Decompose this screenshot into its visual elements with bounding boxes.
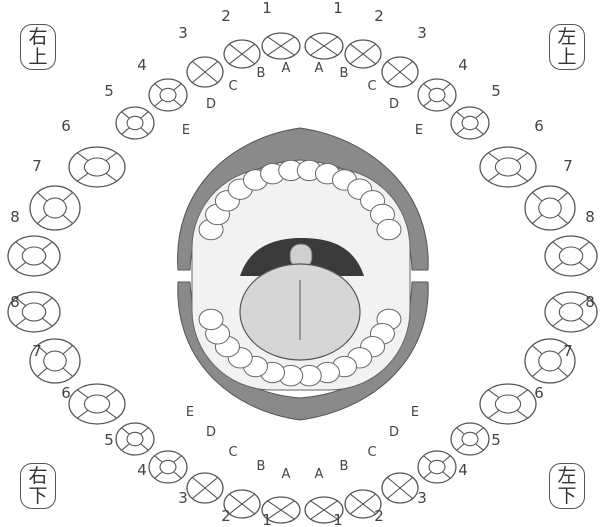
tooth-upper-right-1[interactable] (262, 33, 300, 59)
quadrant-lower-left: 左 下 (549, 463, 585, 509)
tooth-upper-left-6[interactable] (480, 147, 536, 187)
label-lower-right-7: 7 (32, 342, 42, 360)
letter-lower-left-E: E (411, 405, 419, 420)
label-upper-left-6: 6 (534, 117, 544, 135)
label-upper-right-2: 2 (221, 7, 231, 25)
label-upper-left-1: 1 (333, 0, 343, 17)
label-upper-right-4: 4 (137, 56, 147, 74)
tooth-lower-right-6[interactable] (69, 384, 125, 424)
letter-lower-left-D: D (389, 425, 399, 440)
quadrant-upper-right: 右 上 (20, 24, 56, 70)
label-upper-left-2: 2 (374, 7, 384, 25)
quadrant-lower-left-char1: 左 (557, 466, 576, 486)
label-upper-right-5: 5 (104, 82, 114, 100)
quadrant-lower-right: 右 下 (20, 463, 56, 509)
label-lower-right-3: 3 (178, 489, 188, 507)
letter-upper-right-B: B (257, 66, 266, 81)
label-upper-left-8: 8 (585, 208, 595, 226)
tooth-upper-left-1[interactable] (305, 33, 343, 59)
tooth-upper-right-5[interactable] (116, 107, 154, 139)
label-lower-left-5: 5 (491, 431, 501, 449)
label-lower-right-8: 8 (10, 293, 20, 311)
quadrant-lower-right-char2: 下 (28, 486, 47, 506)
tooth-upper-left-2[interactable] (345, 40, 381, 68)
tooth-lower-left-5[interactable] (451, 423, 489, 455)
tooth-upper-left-3[interactable] (382, 57, 418, 87)
tooth-upper-right-4[interactable] (149, 79, 187, 111)
tooth-lower-right-3[interactable] (187, 473, 223, 503)
label-lower-right-1: 1 (262, 511, 272, 527)
label-lower-left-7: 7 (563, 342, 573, 360)
tooth-lower-left-4[interactable] (418, 451, 456, 483)
inner-lower-tooth-14 (199, 309, 223, 329)
label-lower-right-5: 5 (104, 431, 114, 449)
letter-lower-right-C: C (228, 445, 237, 460)
letter-upper-left-D: D (389, 97, 399, 112)
letter-upper-left-E: E (415, 123, 423, 138)
letter-upper-right-C: C (228, 79, 237, 94)
tooth-upper-left-5[interactable] (451, 107, 489, 139)
letter-lower-right-B: B (257, 459, 266, 474)
quadrant-upper-left: 左 上 (549, 24, 585, 70)
quadrant-upper-right-char2: 上 (28, 47, 47, 67)
quadrant-upper-right-char1: 右 (28, 27, 47, 47)
tooth-upper-left-7[interactable] (525, 186, 575, 230)
label-upper-right-1: 1 (262, 0, 272, 17)
letter-lower-left-C: C (367, 445, 376, 460)
quadrant-upper-left-char2: 上 (557, 47, 576, 67)
label-lower-right-6: 6 (61, 384, 71, 402)
letter-lower-left-A: A (315, 467, 324, 482)
letter-lower-right-A: A (282, 467, 291, 482)
letter-lower-right-E: E (186, 405, 194, 420)
label-lower-right-4: 4 (137, 461, 147, 479)
tooth-lower-left-3[interactable] (382, 473, 418, 503)
letter-lower-left-B: B (340, 459, 349, 474)
tooth-upper-right-2[interactable] (224, 40, 260, 68)
quadrant-lower-right-char1: 右 (28, 466, 47, 486)
quadrant-lower-left-char2: 下 (557, 486, 576, 506)
label-lower-left-4: 4 (458, 461, 468, 479)
label-upper-right-3: 3 (178, 24, 188, 42)
label-lower-left-3: 3 (417, 489, 427, 507)
tooth-upper-left-4[interactable] (418, 79, 456, 111)
inner-upper-tooth-14 (377, 219, 401, 239)
label-upper-left-7: 7 (563, 157, 573, 175)
letter-upper-left-B: B (340, 66, 349, 81)
tooth-upper-left-8[interactable] (545, 236, 597, 276)
label-lower-left-1: 1 (333, 511, 343, 527)
tooth-lower-left-6[interactable] (480, 384, 536, 424)
label-lower-left-8: 8 (585, 293, 595, 311)
letter-lower-right-D: D (206, 425, 216, 440)
label-lower-left-2: 2 (374, 507, 384, 525)
tooth-upper-right-6[interactable] (69, 147, 125, 187)
tooth-lower-right-4[interactable] (149, 451, 187, 483)
letter-upper-right-D: D (206, 97, 216, 112)
tooth-lower-right-5[interactable] (116, 423, 154, 455)
quadrant-upper-left-char1: 左 (557, 27, 576, 47)
mouth-illustration (178, 128, 429, 420)
label-upper-left-5: 5 (491, 82, 501, 100)
label-upper-right-8: 8 (10, 208, 20, 226)
letter-upper-left-C: C (367, 79, 376, 94)
label-upper-right-6: 6 (61, 117, 71, 135)
letter-upper-left-A: A (315, 61, 324, 76)
letter-upper-right-A: A (282, 61, 291, 76)
label-lower-left-6: 6 (534, 384, 544, 402)
letter-upper-right-E: E (182, 123, 190, 138)
label-upper-left-4: 4 (458, 56, 468, 74)
label-upper-left-3: 3 (417, 24, 427, 42)
tooth-upper-right-8[interactable] (8, 236, 60, 276)
label-lower-right-2: 2 (221, 507, 231, 525)
label-upper-right-7: 7 (32, 157, 42, 175)
tooth-upper-right-3[interactable] (187, 57, 223, 87)
tooth-upper-right-7[interactable] (30, 186, 80, 230)
